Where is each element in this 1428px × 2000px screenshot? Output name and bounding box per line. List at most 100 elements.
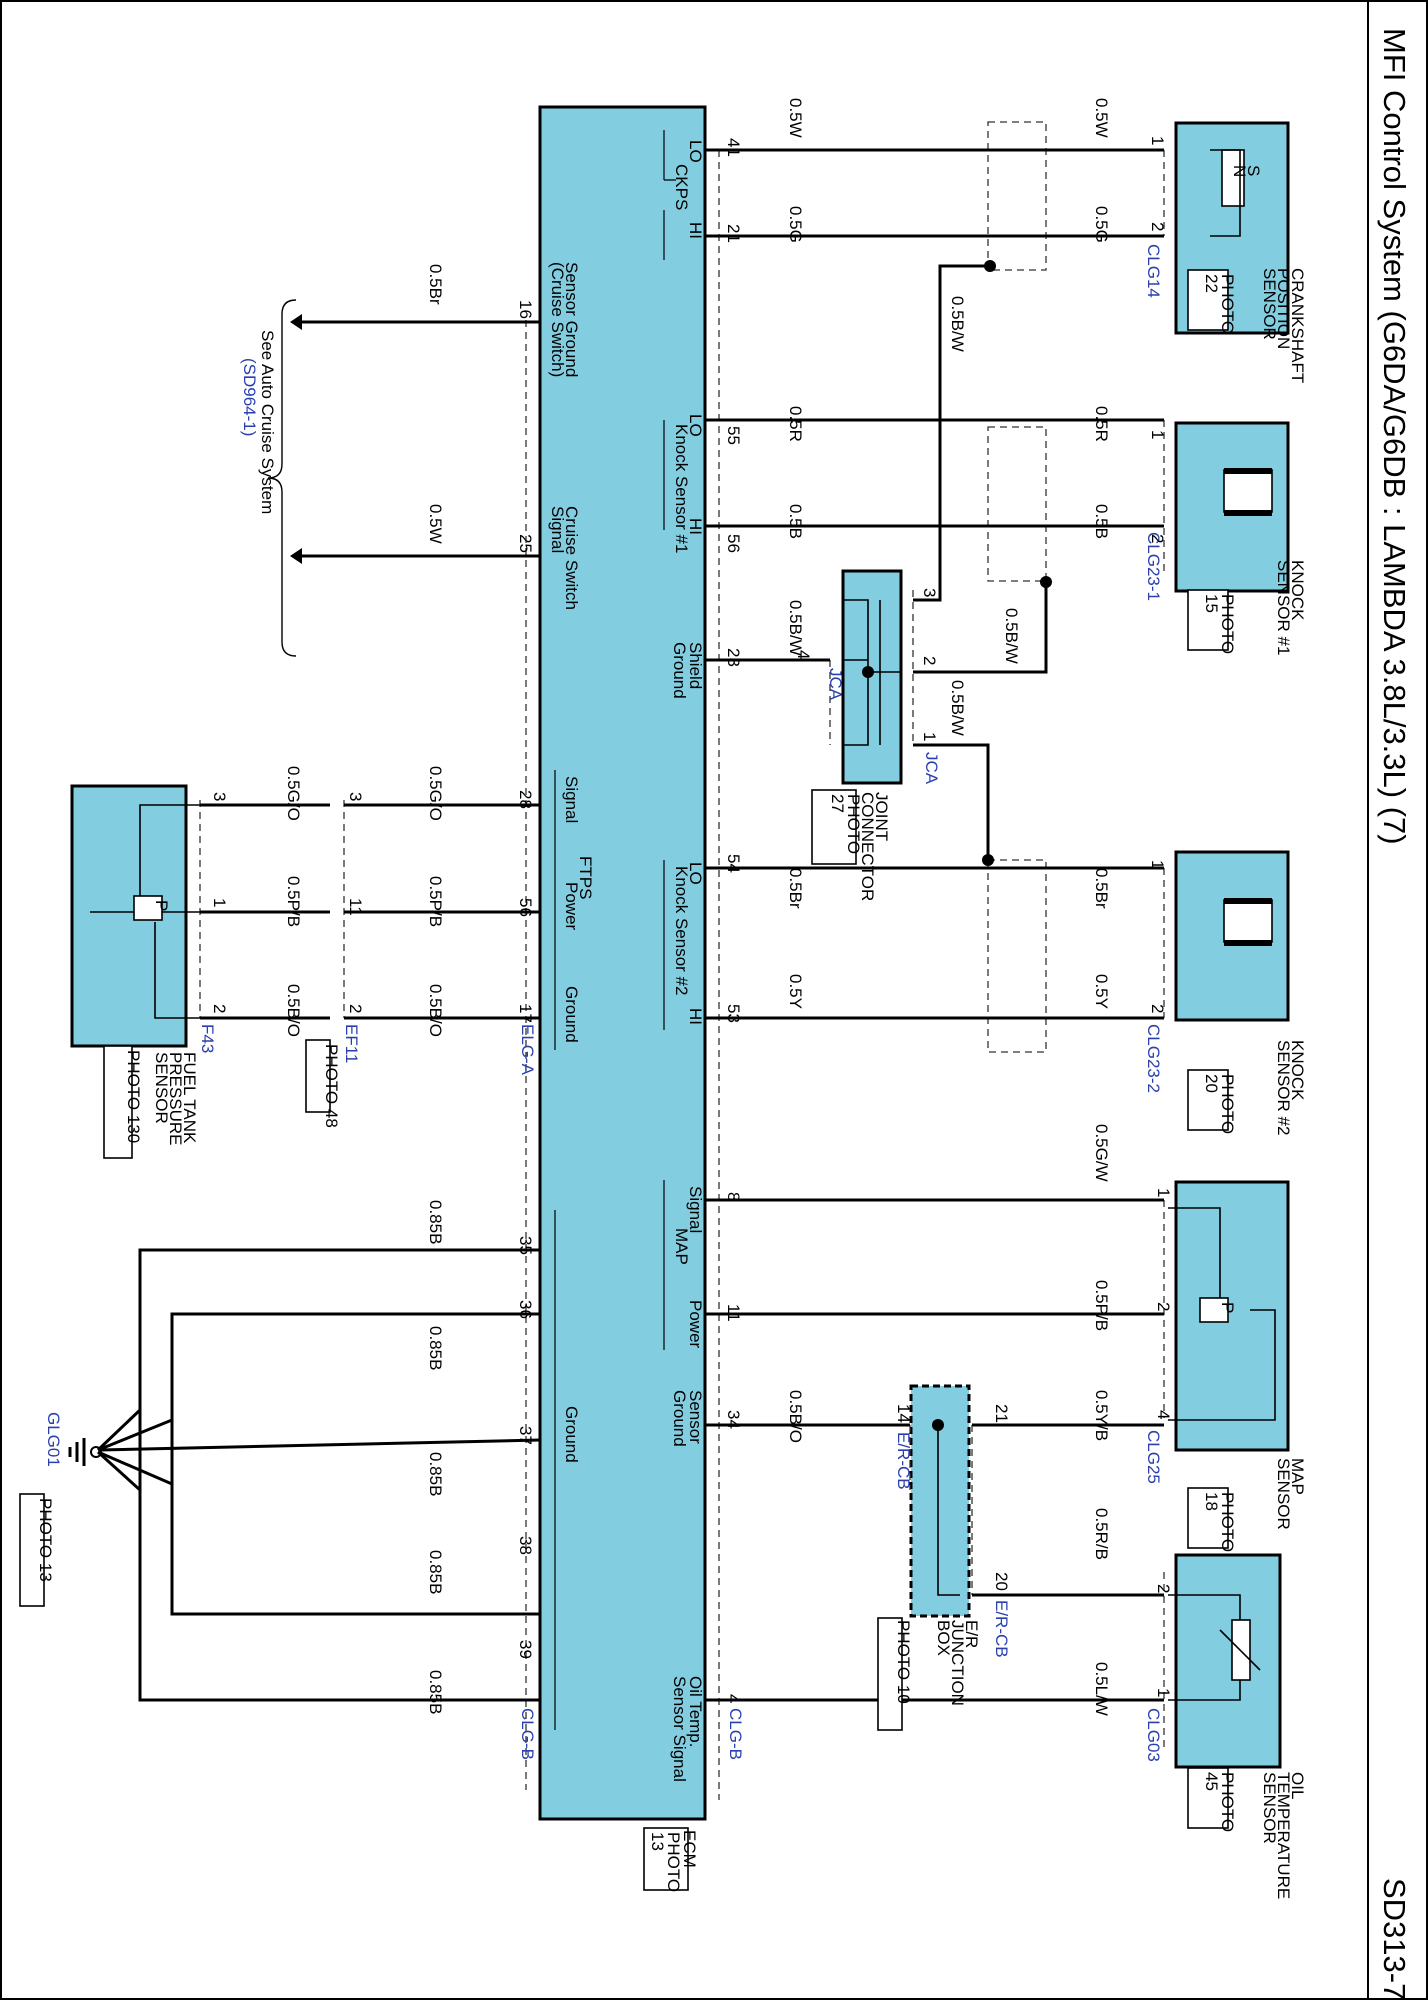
ecm-ftps: FTPS	[576, 856, 595, 899]
wire-gnd: 0.85B	[426, 1670, 445, 1714]
ftps-mid-pin: 2	[346, 1004, 365, 1013]
wire-k2-lo: 0.5Br	[786, 868, 805, 909]
wire-ckp-hi2: 0.5G	[1092, 206, 1111, 243]
ecm-hi-k1: HI	[686, 518, 705, 535]
page-code: SD313-7	[1377, 1878, 1412, 2000]
ftps-p-symbol: P	[152, 900, 171, 911]
ecm-pin: 38	[516, 1536, 535, 1555]
ecm-pin: 54	[724, 854, 743, 873]
knock1-photo: 15	[1202, 594, 1221, 613]
knock2-pin: 2	[1148, 1004, 1167, 1013]
wire-k2-hi2: 0.5Y	[1092, 974, 1111, 1009]
map-p-symbol: P	[1218, 1302, 1237, 1313]
ecm-photo: 13	[648, 1832, 667, 1851]
map-sensor-box	[1174, 1180, 1290, 1452]
ecm-pin: 39	[516, 1640, 535, 1659]
wire-oil-in: 0.5R/B	[1092, 1508, 1111, 1560]
knock2-photo: PHOTO	[1218, 1074, 1237, 1134]
wire-ckp-lo2: 0.5W	[1092, 98, 1111, 138]
wire-ftps-gnd: 0.5B/O	[426, 984, 445, 1037]
knock1-pin: 1	[1148, 430, 1167, 439]
map-connector: CLG25	[1144, 1430, 1163, 1484]
ftps-name: PRESSURE	[166, 1052, 185, 1146]
ckp-name: SENSOR	[1260, 268, 1279, 340]
erbox-connector-left: E/R-CB	[894, 1432, 913, 1490]
ckp-pin: 2	[1148, 222, 1167, 231]
map-pin: 4	[1154, 1410, 1173, 1419]
wire-gnd: 0.85B	[426, 1200, 445, 1244]
ecm-cruise-ground: (Cruise Switch)	[548, 262, 567, 377]
shield-knock2	[987, 859, 1047, 1053]
knock2-name: KNOCK	[1288, 1040, 1307, 1101]
ecm-pin: 8	[724, 1192, 743, 1201]
erbox-name: JUNCTION	[948, 1620, 967, 1706]
ecm-power-map: Power	[686, 1300, 705, 1349]
oil-name: TEMPERATURE	[1274, 1772, 1293, 1899]
shield-ckp	[987, 121, 1047, 271]
ecm-pin: 56	[724, 534, 743, 553]
erbox-photo: PHOTO 10	[894, 1620, 913, 1704]
ecm-pin: 23	[724, 648, 743, 667]
joint-pin: 3	[920, 588, 939, 597]
ecm-pin: 34	[724, 1410, 743, 1429]
map-name: SENSOR	[1274, 1458, 1293, 1530]
ftps-pin: 1	[210, 898, 229, 907]
wire-k2-lo2: 0.5Br	[1092, 868, 1111, 909]
wire-shield-4: 0.5B/W	[948, 680, 967, 736]
erbox-pin: 20	[992, 1572, 1011, 1591]
shield-knock1	[987, 426, 1047, 582]
ckp-name: POSITION	[1274, 268, 1293, 349]
wire-ftps-pwr: 0.5P/B	[426, 876, 445, 927]
oil-temp-sensor-box	[1174, 1553, 1282, 1769]
oil-pin: 2	[1154, 1584, 1173, 1593]
ckp-pin: 1	[1148, 136, 1167, 145]
ecm-knock1: Knock Sensor #1	[672, 424, 691, 553]
ecm-shield: Ground	[670, 642, 689, 699]
ecm-connector-clgb-bottom: CLG-B	[518, 1708, 537, 1760]
joint-photo: 27	[828, 794, 847, 813]
page-title: MFI Control System (G6DA/G6DB : LAMBDA 3…	[1377, 28, 1412, 845]
joint-connector-box	[841, 569, 903, 785]
knock1-pin: 2	[1148, 534, 1167, 543]
ecm-sensor-ground: Sensor	[686, 1390, 705, 1444]
knock2-name: SENSOR #2	[1274, 1040, 1293, 1135]
wire-map-sig: 0.5G/W	[1092, 1124, 1111, 1182]
oil-name: OIL	[1288, 1772, 1307, 1799]
wire-ckp-lo: 0.5W	[786, 98, 805, 138]
ecm-oil: Oil Temp.	[686, 1676, 705, 1748]
ef11-name: EF11	[342, 1024, 361, 1063]
ecm-ckps: CKPS	[672, 164, 691, 210]
ecm-pin: 56	[516, 898, 535, 917]
ecm-pin: 28	[516, 790, 535, 809]
ftps-pin: 3	[210, 792, 229, 801]
ckp-connector: CLG14	[1144, 244, 1163, 298]
ecm-cruise-ground: Sensor Ground	[562, 262, 581, 377]
wire-k1-hi: 0.5B	[786, 504, 805, 539]
oil-photo: 45	[1202, 1772, 1221, 1791]
fuel-tank-sensor-box	[70, 784, 188, 1048]
ecm-signal-ftps: Signal	[562, 776, 581, 823]
ecm-ground: Ground	[562, 1406, 581, 1463]
map-photo: 18	[1202, 1492, 1221, 1511]
ftps-photo: PHOTO 130	[124, 1050, 143, 1143]
wire-k1-lo: 0.5R	[786, 406, 805, 442]
wire-shield-3: 0.5B/W	[1002, 608, 1021, 664]
wire-gnd: 0.85B	[426, 1326, 445, 1370]
map-photo: PHOTO	[1218, 1492, 1237, 1552]
knock1-name: SENSOR #1	[1274, 560, 1293, 655]
wire-k1-lo2: 0.5R	[1092, 406, 1111, 442]
oil-connector: CLG03	[1144, 1708, 1163, 1762]
wire-map-pwr: 0.5P/B	[1092, 1280, 1111, 1331]
wire-shield-2: 0.5B/W	[786, 600, 805, 656]
ecm-signal-map: Signal	[686, 1186, 705, 1233]
ground-name: GLG01	[44, 1412, 63, 1467]
ecm-name: ECM	[680, 1830, 699, 1868]
wire-k2-hi: 0.5Y	[786, 974, 805, 1009]
wire-cruise-g: 0.5Br	[426, 264, 445, 305]
ckp-letter-n: N	[1230, 165, 1249, 177]
jca-left: JCA	[826, 668, 845, 701]
wire-sg: 0.5B/O	[786, 1390, 805, 1443]
ecm-pin: 16	[516, 300, 535, 319]
ecm-lo-k2: LO	[686, 862, 705, 885]
